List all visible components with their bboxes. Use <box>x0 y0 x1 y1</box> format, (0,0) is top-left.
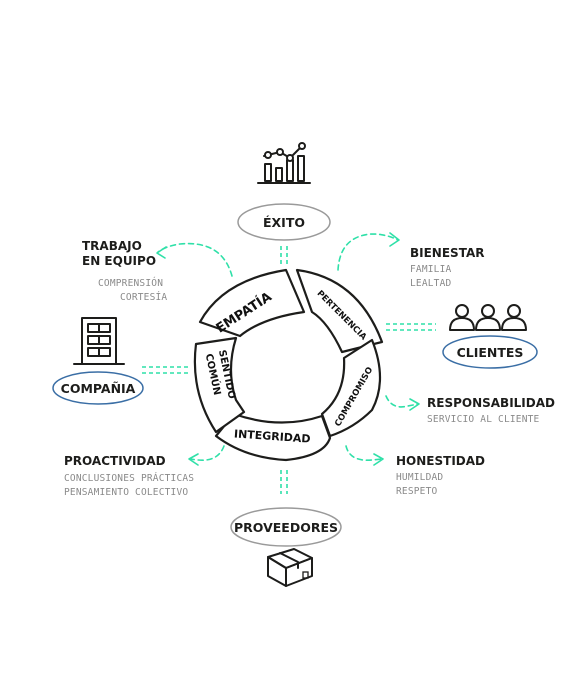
proactividad-arrow <box>189 445 225 462</box>
wheel-segment-sentido-comun <box>193 336 246 434</box>
proveedores-label: PROVEEDORES <box>234 520 338 535</box>
exito-label: ÉXITO <box>263 215 305 230</box>
compania-label: COMPAÑIA <box>61 381 136 396</box>
honestidad-note-2: RESPETO <box>396 486 438 497</box>
values-wheel: EMPATÍA PERTENENCIA COMPROMISO INTEGRIDA… <box>193 268 384 462</box>
building-icon <box>73 317 125 365</box>
wheel-segment-empatia <box>198 268 306 338</box>
bienestar-title: BIENESTAR <box>410 246 484 260</box>
wheel-segment-compromiso <box>320 338 382 438</box>
bienestar-note-2: LEALTAD <box>410 278 452 289</box>
proactividad-title: PROACTIVIDAD <box>64 454 166 468</box>
exito-ellipse <box>237 203 331 241</box>
trabajo-title-2: EN EQUIPO <box>82 254 156 268</box>
responsabilidad-arrow <box>385 395 419 408</box>
wheel-segment-pertenencia <box>295 268 384 354</box>
honestidad-arrow <box>345 445 383 462</box>
trabajo-arrow <box>157 242 233 277</box>
responsabilidad-title: RESPONSABILIDAD <box>427 396 555 410</box>
people-icon <box>449 304 527 331</box>
exito-chart-icon <box>257 142 311 184</box>
wheel-segment-integridad <box>214 412 332 462</box>
responsabilidad-note-1: SERVICIO AL CLIENTE <box>427 414 540 425</box>
proveedores-ellipse <box>230 507 342 547</box>
wheel-label-integridad: INTEGRIDAD <box>234 427 311 445</box>
proactividad-note-2: PENSAMIENTO COLECTIVO <box>64 487 188 498</box>
proactividad-note-1: CONCLUSIONES PRÁCTICAS <box>64 472 194 484</box>
honestidad-note-1: HUMILDAD <box>396 472 443 483</box>
trabajo-note-2: CORTESÍA <box>120 291 167 303</box>
bienestar-note-1: FAMILIA <box>410 264 452 275</box>
bienestar-arrow <box>337 233 399 271</box>
trabajo-title-1: TRABAJO <box>82 239 142 253</box>
trabajo-note-1: COMPRENSIÓN <box>98 277 163 289</box>
honestidad-title: HONESTIDAD <box>396 454 485 468</box>
box-icon <box>267 548 313 587</box>
clientes-ellipse <box>442 335 538 369</box>
clientes-label: CLIENTES <box>457 345 524 360</box>
compania-ellipse <box>52 371 144 405</box>
